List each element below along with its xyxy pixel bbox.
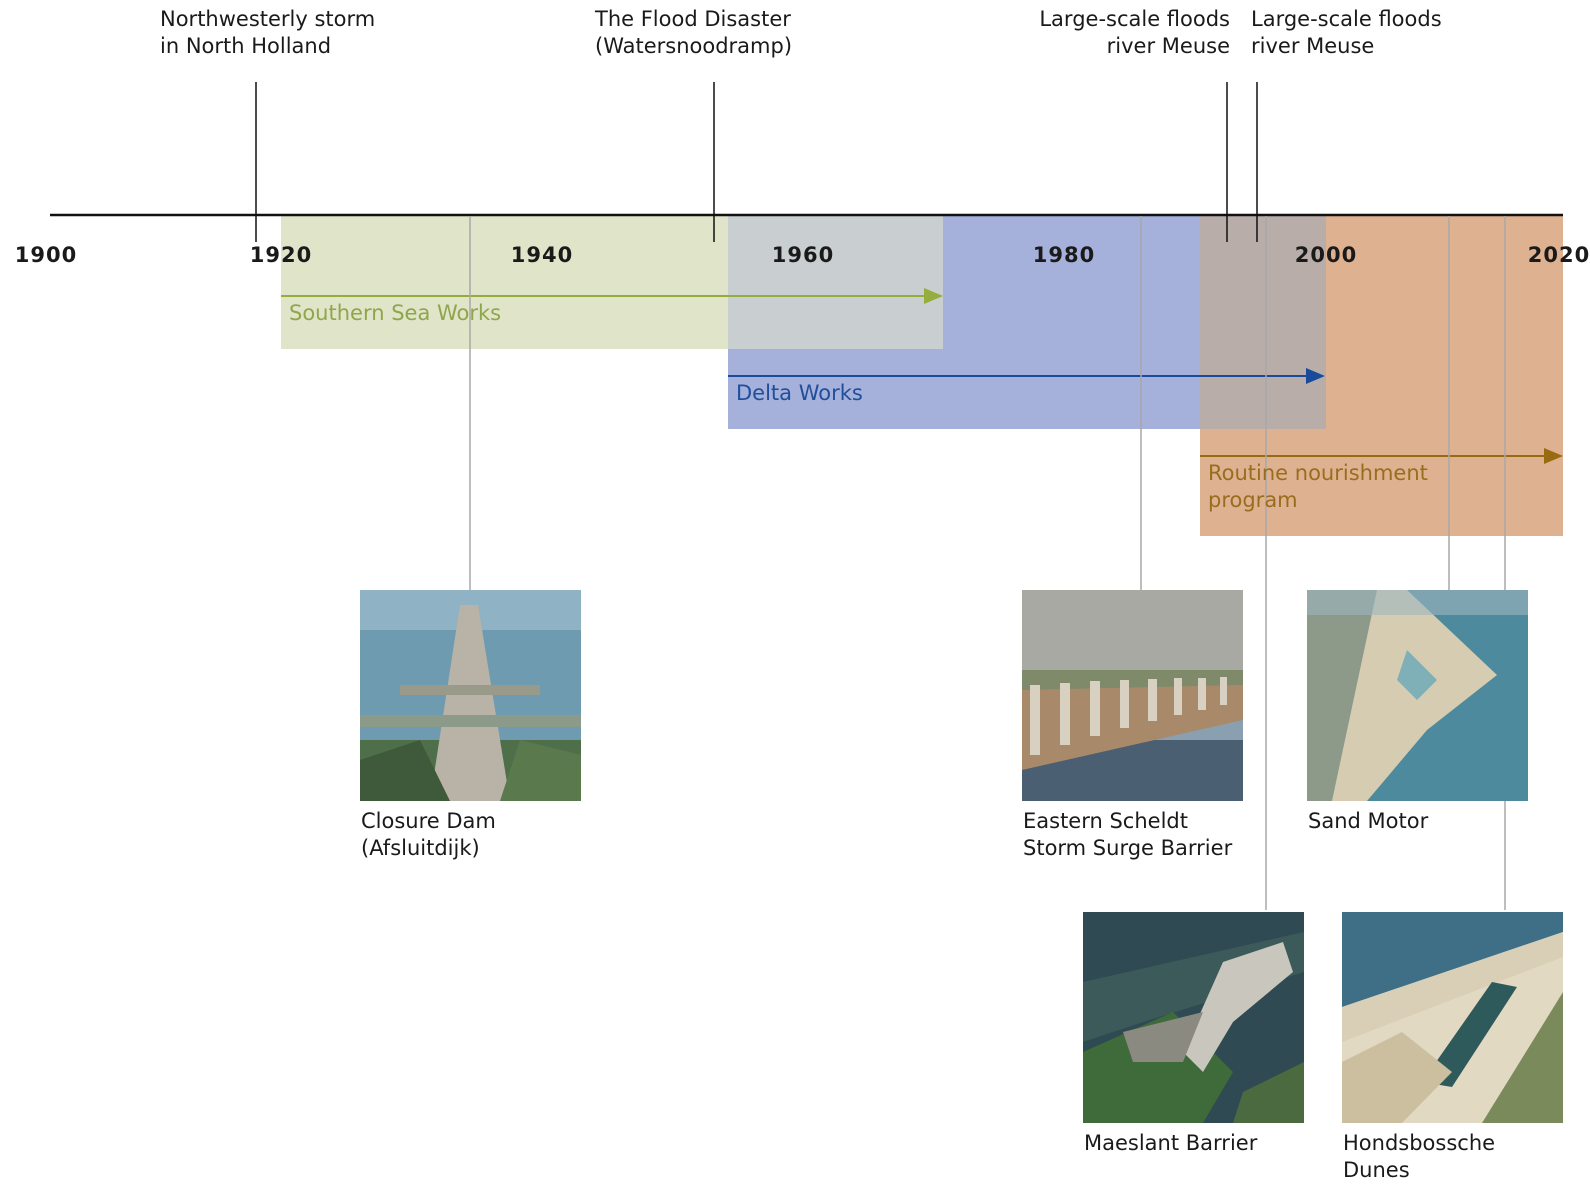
event-label-1953: The Flood Disaster (Watersnoodramp): [595, 7, 793, 58]
period-label-delta-works: Delta Works: [736, 381, 863, 405]
band-overlap-southern-delta: [728, 216, 943, 349]
arrow-delta-works: [728, 368, 1325, 384]
label-closure-dam: Closure Dam (Afsluitdijk): [361, 809, 496, 860]
tick-1960: 1960: [771, 243, 835, 267]
band-southern-sea-works: [281, 216, 728, 349]
event-label-1995: Large-scale floods river Meuse: [1251, 7, 1442, 58]
period-label-southern-sea-works: Southern Sea Works: [289, 301, 502, 325]
dunes-photo: [1342, 912, 1563, 1123]
period-label-routine-nourishment: Routine nourishment program: [1208, 461, 1428, 512]
label-maeslant: Maeslant Barrier: [1084, 1131, 1258, 1155]
barrier-photo: [1022, 590, 1243, 801]
event-label-1993: Large-scale floods river Meuse: [1039, 7, 1230, 58]
arrow-southern-sea-works: [281, 288, 943, 304]
label-sand-motor: Sand Motor: [1308, 809, 1429, 833]
maeslant-photo: [1083, 912, 1304, 1123]
tick-1920: 1920: [249, 243, 313, 267]
band-overlap-delta-nourishment: [1200, 216, 1326, 429]
tick-2000: 2000: [1294, 243, 1358, 267]
label-hondsbossche: Hondsbossche Dunes: [1343, 1131, 1496, 1182]
arrow-routine-nourishment: [1200, 448, 1563, 464]
aerial-dam-photo: [360, 590, 581, 801]
tick-1940: 1940: [510, 243, 574, 267]
label-eastern-scheldt: Eastern Scheldt Storm Surge Barrier: [1023, 809, 1233, 860]
sand-motor-photo: [1307, 590, 1528, 801]
event-label-1916: Northwesterly storm in North Holland: [160, 7, 376, 58]
tick-1900: 1900: [14, 243, 78, 267]
tick-1980: 1980: [1032, 243, 1096, 267]
tick-2020: 2020: [1527, 243, 1590, 267]
